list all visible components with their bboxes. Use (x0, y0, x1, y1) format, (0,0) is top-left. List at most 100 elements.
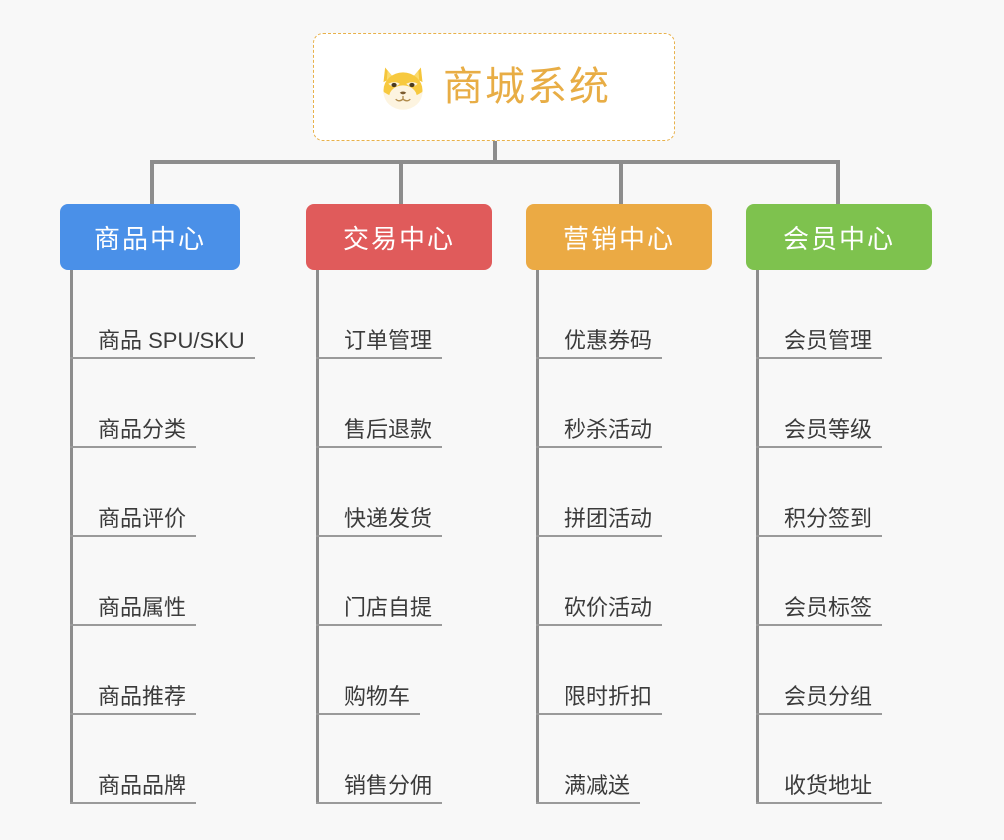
leaf-label: 限时折扣 (564, 683, 653, 709)
leaf-item[interactable]: 会员分组 (746, 626, 932, 715)
connector-drop-1 (150, 160, 154, 204)
leaf-label: 满减送 (564, 772, 631, 798)
root-title: 商城系统 (443, 65, 611, 109)
leaf-item[interactable]: 售后退款 (306, 359, 492, 448)
leaf-item[interactable]: 商品 SPU/SKU (60, 270, 255, 359)
shiba-dog-face-icon (383, 67, 423, 110)
leaf-underline (756, 624, 882, 626)
leaf-label: 快递发货 (344, 505, 433, 531)
leaf-list-marketing-center: 优惠券码秒杀活动拼团活动砍价活动限时折扣满减送 (526, 270, 712, 804)
connector-drop-2 (399, 160, 403, 204)
leaf-underline (70, 446, 196, 448)
leaf-item[interactable]: 商品推荐 (60, 626, 240, 715)
leaf-item[interactable]: 购物车 (306, 626, 492, 715)
category-label: 交易中心 (342, 223, 455, 254)
leaf-item[interactable]: 会员管理 (746, 270, 932, 359)
leaf-item[interactable]: 商品评价 (60, 448, 240, 537)
leaf-label: 拼团活动 (564, 505, 653, 531)
leaf-list-trade-center: 订单管理售后退款快递发货门店自提购物车销售分佣 (306, 270, 492, 804)
leaf-label: 商品品牌 (98, 772, 187, 798)
category-label: 商品中心 (93, 223, 206, 254)
leaf-underline (316, 802, 442, 804)
connector-spine-member-center (756, 270, 759, 804)
category-column-marketing-center: 营销中心优惠券码秒杀活动拼团活动砍价活动限时折扣满减送 (526, 204, 712, 804)
leaf-underline (756, 357, 882, 359)
leaf-underline (316, 357, 442, 359)
connector-drop-3 (619, 160, 623, 204)
leaf-item[interactable]: 收货地址 (746, 715, 932, 804)
leaf-underline (536, 357, 662, 359)
category-column-product-center: 商品中心商品 SPU/SKU 商品分类商品评价商品属性商品推荐商品品牌 (60, 204, 255, 804)
leaf-underline (756, 802, 882, 804)
leaf-item[interactable]: 商品分类 (60, 359, 240, 448)
leaf-underline (756, 446, 882, 448)
category-node-member-center[interactable]: 会员中心 (746, 204, 932, 270)
leaf-underline (70, 624, 196, 626)
category-node-trade-center[interactable]: 交易中心 (306, 204, 492, 270)
leaf-item[interactable]: 门店自提 (306, 537, 492, 626)
leaf-underline (316, 624, 442, 626)
category-node-product-center[interactable]: 商品中心 (60, 204, 240, 270)
connector-spine-product-center (70, 270, 73, 804)
leaf-label: 收货地址 (784, 772, 873, 798)
leaf-underline (316, 446, 442, 448)
leaf-underline (536, 713, 662, 715)
leaf-item[interactable]: 限时折扣 (526, 626, 712, 715)
leaf-underline (536, 446, 662, 448)
category-label: 营销中心 (562, 223, 675, 254)
leaf-item[interactable]: 商品品牌 (60, 715, 240, 804)
connector-drop-4 (836, 160, 840, 204)
connector-spine-trade-center (316, 270, 319, 804)
category-column-trade-center: 交易中心订单管理售后退款快递发货门店自提购物车销售分佣 (306, 204, 492, 804)
leaf-underline (316, 713, 420, 715)
category-label: 会员中心 (782, 223, 895, 254)
leaf-label: 购物车 (344, 683, 411, 709)
connector-spine-marketing-center (536, 270, 539, 804)
leaf-item[interactable]: 快递发货 (306, 448, 492, 537)
leaf-underline (536, 535, 662, 537)
leaf-underline (70, 535, 196, 537)
leaf-underline (536, 802, 640, 804)
leaf-underline (756, 535, 882, 537)
leaf-item[interactable]: 订单管理 (306, 270, 492, 359)
root-node-content: 商城系统 (377, 61, 611, 113)
leaf-label: 会员等级 (784, 416, 873, 442)
leaf-label: 积分签到 (784, 505, 873, 531)
leaf-underline (70, 357, 255, 359)
leaf-label: 销售分佣 (344, 772, 433, 798)
leaf-label: 商品属性 (98, 594, 187, 620)
leaf-item[interactable]: 砍价活动 (526, 537, 712, 626)
root-node[interactable]: 商城系统 (313, 33, 675, 141)
leaf-item[interactable]: 拼团活动 (526, 448, 712, 537)
category-node-marketing-center[interactable]: 营销中心 (526, 204, 712, 270)
leaf-item[interactable]: 优惠券码 (526, 270, 712, 359)
leaf-label: 门店自提 (344, 594, 433, 620)
leaf-underline (536, 624, 662, 626)
leaf-label: 会员标签 (784, 594, 873, 620)
leaf-underline (70, 713, 196, 715)
leaf-item[interactable]: 会员等级 (746, 359, 932, 448)
leaf-list-member-center: 会员管理会员等级积分签到会员标签会员分组收货地址 (746, 270, 932, 804)
leaf-item[interactable]: 会员标签 (746, 537, 932, 626)
leaf-item[interactable]: 销售分佣 (306, 715, 492, 804)
leaf-label: 订单管理 (344, 327, 433, 353)
leaf-label: 商品分类 (98, 416, 187, 442)
connector-root-stem (493, 141, 497, 162)
leaf-item[interactable]: 商品属性 (60, 537, 240, 626)
leaf-underline (316, 535, 442, 537)
leaf-underline (756, 713, 882, 715)
category-column-member-center: 会员中心会员管理会员等级积分签到会员标签会员分组收货地址 (746, 204, 932, 804)
leaf-list-product-center: 商品 SPU/SKU 商品分类商品评价商品属性商品推荐商品品牌 (60, 270, 255, 804)
leaf-label: 售后退款 (344, 416, 433, 442)
leaf-underline (70, 802, 196, 804)
leaf-label: 商品推荐 (98, 683, 187, 709)
leaf-item[interactable]: 积分签到 (746, 448, 932, 537)
leaf-label: 会员管理 (784, 327, 873, 353)
leaf-item[interactable]: 满减送 (526, 715, 712, 804)
leaf-label: 商品 SPU/SKU (98, 327, 245, 353)
leaf-label: 砍价活动 (564, 594, 653, 620)
connector-trunk (150, 160, 840, 164)
leaf-item[interactable]: 秒杀活动 (526, 359, 712, 448)
leaf-label: 秒杀活动 (564, 416, 653, 442)
